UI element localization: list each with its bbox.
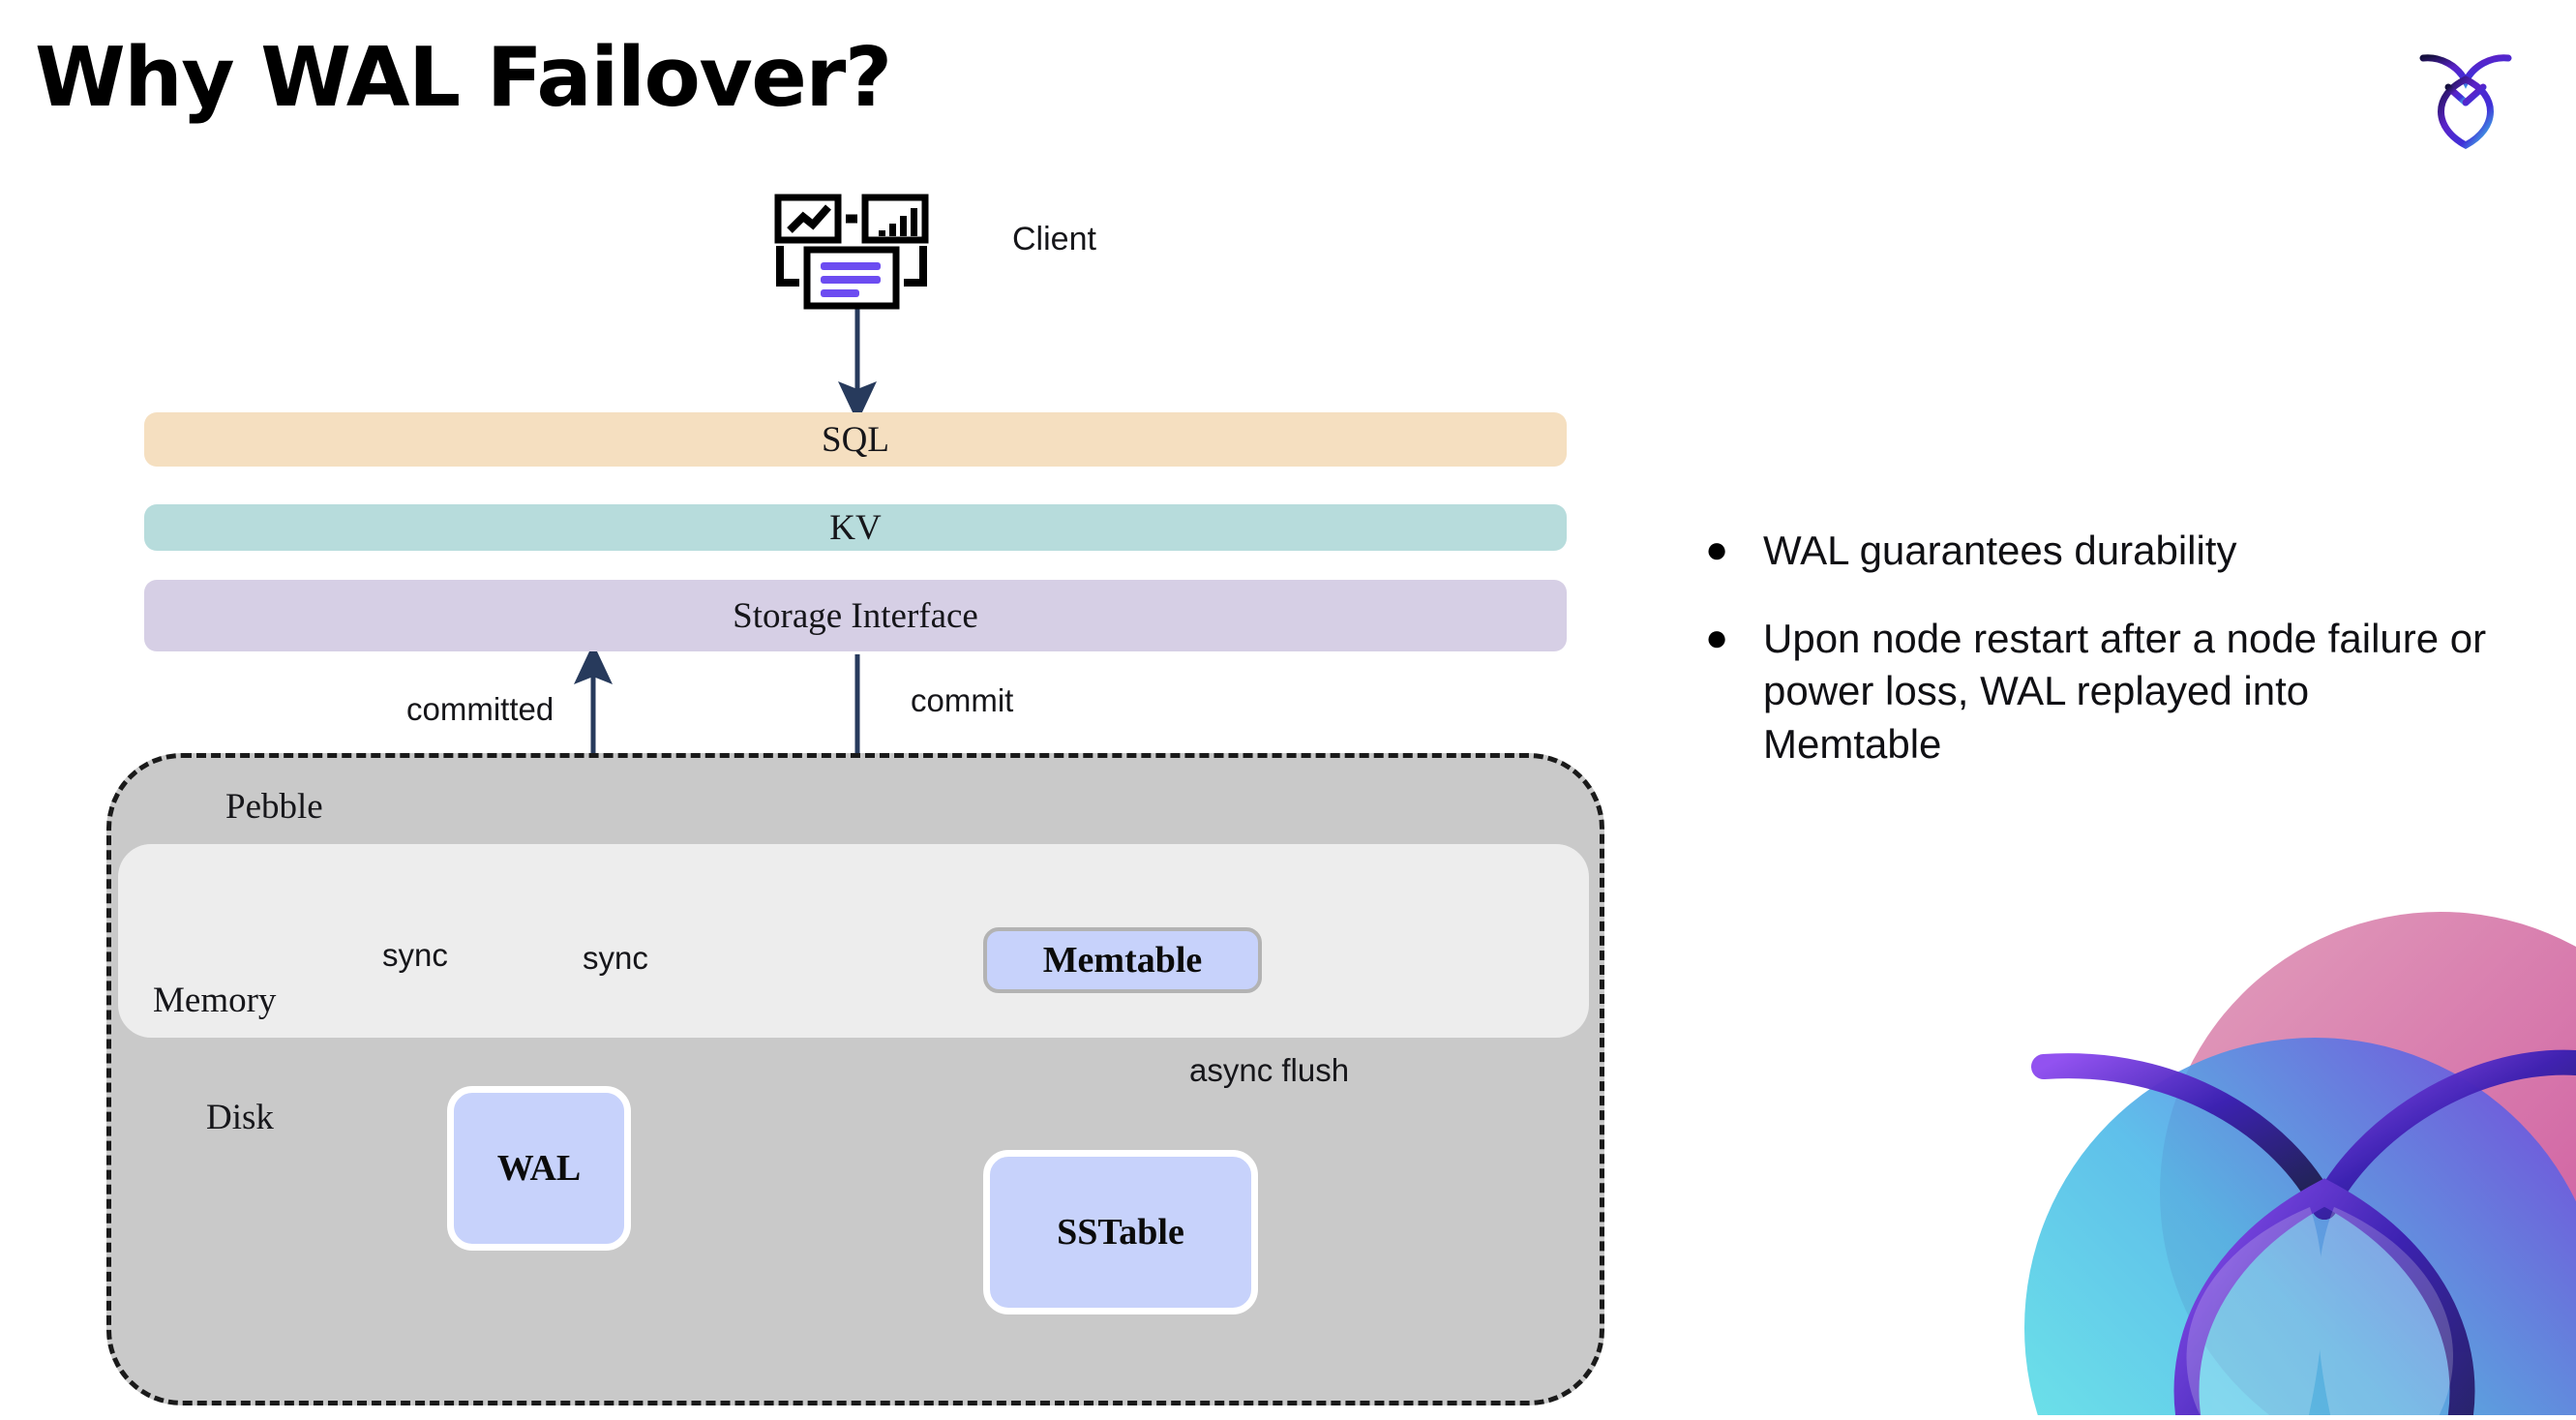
client-label: Client — [1012, 221, 1096, 257]
bullet-marker-icon: ● — [1705, 616, 1729, 659]
layer-label-storage-interface: Storage Interface — [733, 595, 978, 636]
client-dashboard-icon — [774, 194, 929, 310]
node-label-sstable: SSTable — [1057, 1212, 1184, 1253]
node-label-memtable: Memtable — [1042, 940, 1203, 981]
zone-label-memory: Memory — [153, 981, 277, 1020]
decor-circle-pink — [2160, 912, 2576, 1420]
decor-large-leaf-logo-icon — [2031, 1049, 2576, 1420]
bullet-list: ● WAL guarantees durability ● Upon node … — [1705, 525, 2499, 805]
decor-circle-cyan — [2024, 1038, 2576, 1420]
cockroach-leaf-logo-icon — [2408, 35, 2524, 151]
list-item: ● Upon node restart after a node failure… — [1705, 613, 2499, 771]
layer-bar-storage-interface: Storage Interface — [144, 580, 1567, 651]
zone-label-pebble: Pebble — [225, 787, 323, 827]
layer-label-kv: KV — [829, 507, 882, 548]
layer-bar-kv: KV — [144, 504, 1567, 551]
node-memtable: Memtable — [983, 927, 1262, 993]
page-title: Why WAL Failover? — [35, 30, 892, 126]
node-label-wal: WAL — [496, 1148, 582, 1189]
list-item: ● WAL guarantees durability — [1705, 525, 2499, 578]
layer-bar-sql: SQL — [144, 412, 1567, 467]
edge-label-async-flush: async flush — [1189, 1052, 1350, 1088]
architecture-diagram: Client SQL KV Storage Interface Pebble M… — [106, 194, 1604, 1405]
memory-container — [118, 844, 1589, 1038]
edge-label-commit: commit — [911, 682, 1014, 718]
bullet-text: Upon node restart after a node failure o… — [1763, 615, 2487, 767]
zone-label-disk: Disk — [206, 1098, 274, 1137]
bullet-marker-icon: ● — [1705, 529, 1729, 571]
decor-inner-leaf-highlight — [2186, 1207, 2453, 1420]
decorative-corner-artwork — [1899, 873, 2576, 1420]
node-wal: WAL — [447, 1086, 631, 1251]
edge-label-committed: committed — [406, 691, 554, 727]
bullet-text: WAL guarantees durability — [1763, 528, 2237, 573]
edge-label-sync-left: sync — [382, 937, 448, 973]
edge-label-sync-right: sync — [583, 940, 648, 976]
layer-label-sql: SQL — [822, 419, 889, 460]
node-sstable: SSTable — [983, 1150, 1258, 1314]
